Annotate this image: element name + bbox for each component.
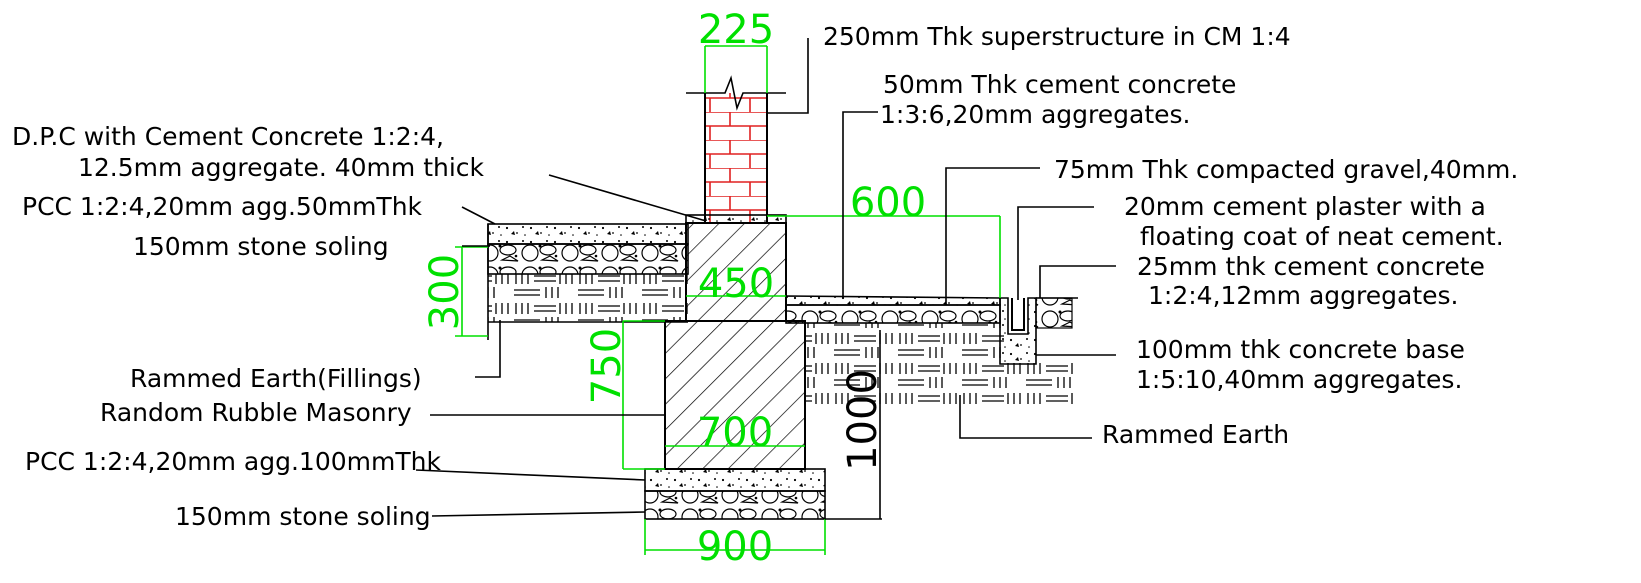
brick-wall	[705, 93, 767, 223]
stone-soling-top-layer	[487, 243, 689, 275]
rammed-earth-fill-layer	[488, 274, 688, 322]
label-plaster-line2: floating coat of neat cement.	[1140, 222, 1504, 251]
drain-channel	[999, 297, 1037, 365]
label-pcc-top: PCC 1:2:4,20mm agg.50mmThk	[22, 192, 423, 221]
pcc-bottom-layer	[644, 468, 826, 492]
dim-offset: 600	[850, 180, 926, 226]
label-soling-top: 150mm stone soling	[133, 232, 389, 261]
label-gravel: 75mm Thk compacted gravel,40mm.	[1054, 155, 1518, 184]
label-rubble: Random Rubble Masonry	[100, 398, 412, 427]
random-rubble-masonry	[664, 320, 806, 470]
dimension-lines	[455, 45, 1001, 555]
dim-wall-width: 225	[698, 7, 774, 53]
wall-break-line	[686, 75, 786, 111]
dim-masonry-width: 700	[697, 410, 773, 456]
label-rammed-fill: Rammed Earth(Fillings)	[130, 364, 422, 393]
label-base-line2: 1:5:10,40mm aggregates.	[1136, 365, 1462, 394]
label-plaster-line1: 20mm cement plaster with a	[1124, 192, 1486, 221]
label-cement-concrete-line1: 50mm Thk cement concrete	[883, 70, 1236, 99]
label-cc25-line2: 1:2:4,12mm aggregates.	[1148, 281, 1459, 310]
label-dpc-line2: 12.5mm aggregate. 40mm thick	[78, 153, 485, 182]
leader-lines	[415, 38, 1116, 517]
label-cc25-line1: 25mm thk cement concrete	[1137, 252, 1485, 281]
label-base-line1: 100mm thk concrete base	[1136, 335, 1465, 364]
cement-concrete-apron	[785, 295, 1001, 306]
dim-plinth: 450	[698, 261, 774, 307]
label-soling-bottom: 150mm stone soling	[175, 502, 431, 531]
rammed-earth-right-layer	[805, 323, 1005, 405]
rammed-earth-far-right-layer	[1005, 362, 1075, 405]
dim-footing-width: 900	[697, 524, 773, 570]
label-dpc-line1: D.P.C with Cement Concrete 1:2:4,	[12, 122, 444, 151]
dim-total-depth: 1000	[840, 369, 886, 471]
stone-soling-bottom-layer	[644, 490, 826, 520]
compacted-gravel-layer	[785, 304, 1001, 324]
label-superstructure: 250mm Thk superstructure in CM 1:4	[823, 22, 1291, 51]
label-rammed: Rammed Earth	[1102, 420, 1289, 449]
dim-masonry-depth: 750	[584, 328, 630, 404]
dim-fill-depth: 300	[422, 254, 468, 330]
plinth-masonry	[685, 222, 787, 322]
label-pcc-bottom: PCC 1:2:4,20mm agg.100mmThk	[25, 447, 441, 476]
pcc-top-layer	[487, 223, 689, 245]
label-cement-concrete-line2: 1:3:6,20mm aggregates.	[880, 100, 1191, 129]
drain-side-fill	[1035, 297, 1073, 329]
